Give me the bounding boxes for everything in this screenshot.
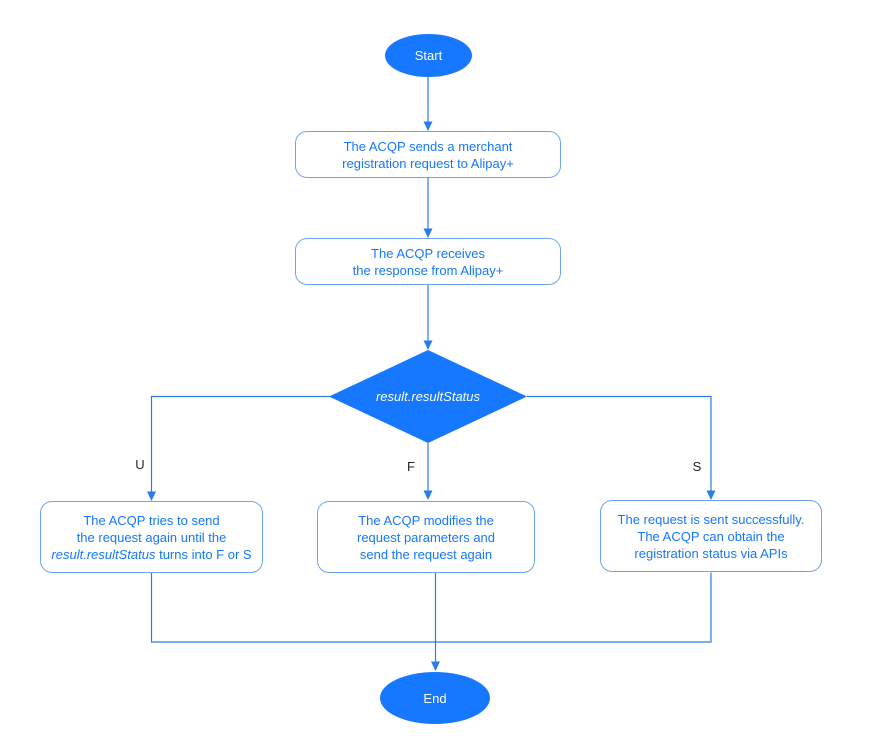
text-line: the request again until the xyxy=(76,529,227,545)
process-request-success: The request is sent successfully. The AC… xyxy=(600,500,822,572)
retry-italic-term: result.resultStatus xyxy=(51,546,156,562)
text-line: the response from Alipay+ xyxy=(352,262,504,278)
text-line: The ACQP sends a merchant xyxy=(343,138,513,154)
start-node: Start xyxy=(385,34,472,77)
text-line: The ACQP receives xyxy=(371,245,485,261)
edge-decision-to-success xyxy=(527,395,712,491)
arrowhead-merge-to-end xyxy=(431,661,440,671)
decision-label: result.resultStatus xyxy=(375,389,481,404)
arrowhead-receive-to-decision xyxy=(423,340,433,350)
arrowhead-decision-to-retry xyxy=(147,491,156,501)
process-send-request-text: The ACQP sends a merchant registration r… xyxy=(342,138,514,172)
arrowhead-start-to-send xyxy=(423,121,433,131)
process-receive-response-text: The ACQP receives the response from Alip… xyxy=(353,245,504,279)
process-modify-request: The ACQP modifies the request parameters… xyxy=(317,501,535,573)
edge-retry-to-merge xyxy=(150,573,436,643)
branch-label-u: U xyxy=(135,457,145,472)
retry-line3-rest: turns into F or S xyxy=(155,546,252,562)
text-line: registration status via APIs xyxy=(634,545,788,561)
process-receive-response: The ACQP receives the response from Alip… xyxy=(295,238,561,285)
process-modify-request-text: The ACQP modifies the request parameters… xyxy=(357,512,495,563)
arrowhead-send-to-receive xyxy=(423,228,433,238)
end-node: End xyxy=(380,672,490,724)
edge-decision-to-retry xyxy=(150,395,330,492)
text-line: request parameters and xyxy=(356,529,496,545)
text-line: registration request to Alipay+ xyxy=(342,155,514,171)
text-line: send the request again xyxy=(359,546,493,562)
arrowhead-decision-to-success xyxy=(706,490,716,500)
arrowhead-decision-to-modify xyxy=(423,490,433,500)
text-line: The ACQP tries to send xyxy=(83,512,220,528)
start-label: Start xyxy=(414,48,443,63)
edge-success-to-merge xyxy=(435,572,712,643)
process-send-request: The ACQP sends a merchant registration r… xyxy=(295,131,561,178)
process-retry-request-text: The ACQP tries to send the request again… xyxy=(51,512,251,563)
process-request-success-text: The request is sent successfully. The AC… xyxy=(618,511,805,562)
process-retry-request: The ACQP tries to send the request again… xyxy=(40,501,263,573)
text-line: The ACQP can obtain the xyxy=(637,528,785,544)
text-line: The ACQP modifies the xyxy=(358,512,494,528)
branch-label-s: S xyxy=(692,459,702,474)
end-label: End xyxy=(423,690,447,706)
text-line: result.resultStatus turns into F or S xyxy=(51,546,251,563)
branch-label-f: F xyxy=(407,459,415,474)
text-line: The request is sent successfully. xyxy=(617,511,805,527)
